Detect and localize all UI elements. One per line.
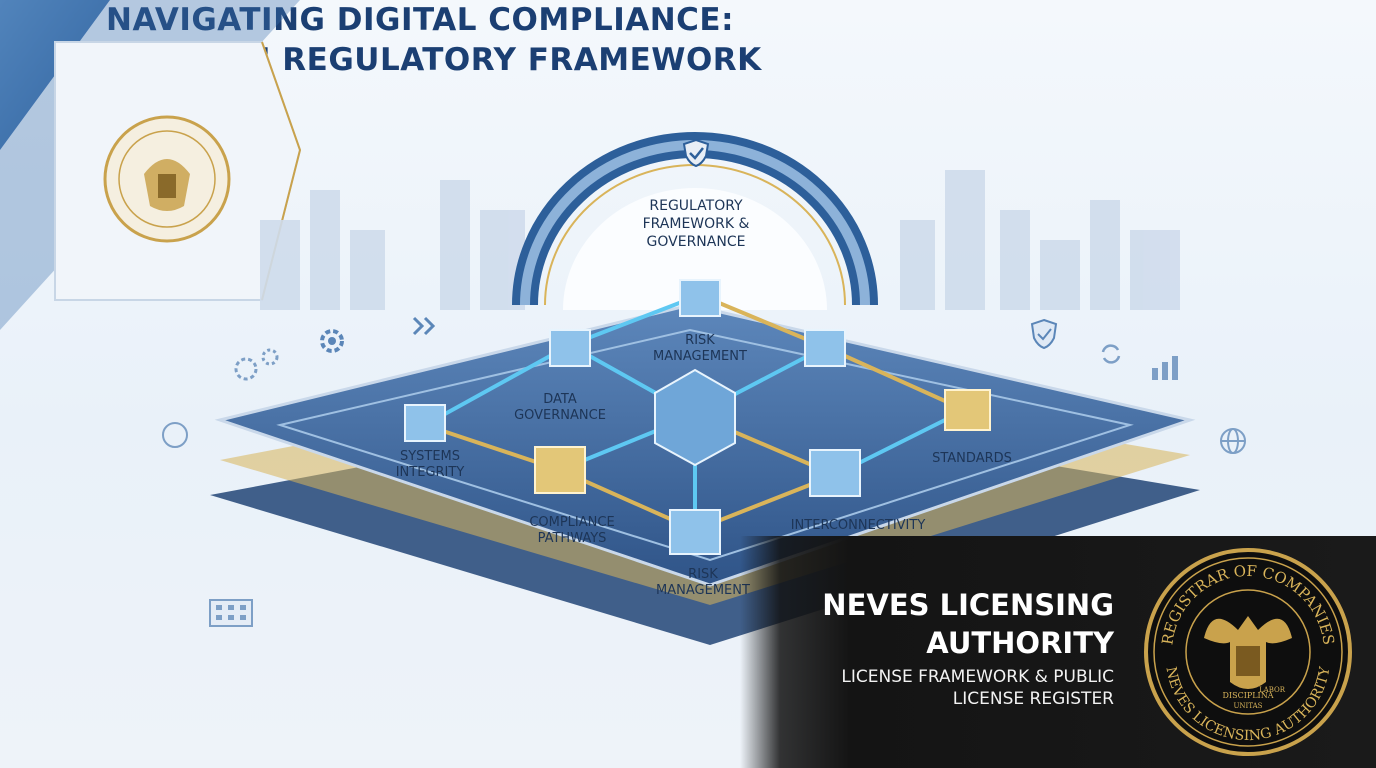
brand-sub-line1: LICENSE FRAMEWORK & PUBLIC	[841, 667, 1114, 687]
bar-chart-icon	[1152, 356, 1178, 380]
page-title-line1: NAVIGATING DIGITAL COMPLIANCE:	[106, 2, 734, 38]
brand-name-line2: AUTHORITY	[926, 626, 1114, 660]
label-data-gov-line2: GOVERNANCE	[514, 408, 606, 423]
left-decor-panel	[0, 0, 302, 330]
brand-name: NEVES LICENSING AUTHORITY	[714, 586, 1114, 662]
shield-check-icon	[682, 138, 710, 168]
label-compliance-line1: COMPLIANCE	[529, 515, 615, 530]
globe-icon	[1220, 428, 1246, 454]
label-compliance-pathways: COMPLIANCE PATHWAYS	[529, 515, 614, 547]
brand-sub-line2: LICENSE REGISTER	[952, 689, 1114, 709]
arch-label: REGULATORY FRAMEWORK & GOVERNANCE	[643, 197, 750, 251]
city-skyline	[260, 170, 1180, 310]
brand-name-line1: NEVES LICENSING	[822, 588, 1114, 622]
double-chevron-icon	[412, 316, 436, 336]
label-data-gov-line1: DATA	[543, 392, 577, 407]
label-risk-bottom-line2: MANAGEMENT	[656, 583, 750, 598]
brand-subtitle: LICENSE FRAMEWORK & PUBLIC LICENSE REGIS…	[714, 666, 1114, 710]
label-risk-management-top: RISK MANAGEMENT	[653, 333, 747, 365]
label-data-governance: DATA GOVERNANCE	[514, 392, 606, 424]
seal-small	[103, 115, 231, 243]
gear-icon	[320, 329, 344, 353]
arch-label-line2: FRAMEWORK &	[642, 216, 750, 232]
label-systems-line1: SYSTEMS	[399, 449, 461, 464]
label-risk-management-bottom: RISK MANAGEMENT	[656, 567, 750, 599]
label-interconnectivity: INTERCONNECTIVITY	[790, 518, 926, 533]
sync-icon	[1101, 344, 1121, 364]
label-standards: STANDARDS	[932, 451, 1012, 466]
keypad-icon	[209, 599, 253, 627]
platform-diagram	[210, 279, 1200, 645]
seal-motto-3: UNITAS	[1234, 702, 1263, 710]
arch-label-line3: GOVERNANCE	[646, 234, 746, 250]
label-risk-bottom-line1: RISK	[688, 567, 718, 582]
seal-motto-2: LABOR	[1259, 686, 1286, 694]
label-systems-line2: INTEGRITY	[395, 465, 465, 480]
globe-network-icon	[162, 422, 188, 448]
label-risk-top-line2: MANAGEMENT	[653, 349, 747, 364]
shield-icon	[1030, 318, 1058, 350]
arch-label-line1: REGULATORY	[649, 198, 743, 214]
label-compliance-line2: PATHWAYS	[537, 531, 607, 546]
seal-motto: DISCIPLINA	[1223, 691, 1274, 700]
gears-icon	[234, 348, 279, 381]
seal-large: REGISTRAR OF COMPANIES NEVES LICENSING A…	[1144, 548, 1352, 756]
label-systems-integrity: SYSTEMS INTEGRITY	[396, 449, 465, 481]
label-risk-top-line1: RISK	[685, 333, 715, 348]
